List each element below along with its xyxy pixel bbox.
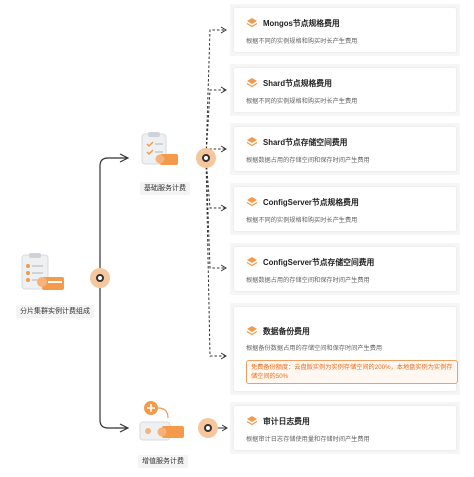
card-desc: 根据不同的实例规格和购买时长产生费用 [246, 98, 358, 105]
layers-icon [246, 78, 258, 88]
card-shard-spec: Shard节点规格费用 根据不同的实例规格和购买时长产生费用 [230, 64, 460, 116]
value-added-service-icon [138, 400, 188, 442]
card-desc: 根据不同的实例规格和购买时长产生费用 [246, 217, 358, 224]
basic-service-marker [196, 148, 216, 168]
card-desc: 根据不同的实例规格和购买时长产生费用 [246, 38, 358, 45]
card-configserver-spec: ConfigServer节点规格费用 根据不同的实例规格和购买时长产生费用 [230, 183, 460, 235]
card-title: ConfigServer节点存储空间费用 [263, 258, 375, 267]
root-marker [90, 268, 110, 288]
layers-icon [246, 416, 258, 426]
card-shard-storage: Shard节点存储空间费用 根据数据占用的存储空间和保存时间产生费用 [230, 123, 460, 175]
card-configserver-storage: ConfigServer节点存储空间费用 根据数据占用的存储空间和保存时间产生费… [230, 243, 460, 295]
layers-icon [246, 326, 258, 336]
card-title: ConfigServer节点规格费用 [263, 198, 359, 207]
card-title: Mongos节点规格费用 [263, 19, 340, 28]
root-clipboard-icon [18, 253, 68, 293]
card-title: 审计日志费用 [263, 417, 310, 426]
value-added-service-marker [198, 418, 218, 438]
card-title: 数据备份费用 [263, 327, 310, 336]
free-backup-note: 免费备份额度：云盘版实例为实例存储空间的200%，本地盘实例为实例存储空间的50… [246, 360, 458, 384]
card-data-backup: 数据备份费用 根据备份数据占用的存储空间和保存时间产生费用 免费备份额度：云盘版… [230, 303, 460, 395]
card-desc: 根据审计日志存储使用量和存储时间产生费用 [246, 436, 370, 443]
basic-service-clipboard-icon [140, 132, 180, 168]
card-desc: 根据数据占用的存储空间和保存时间产生费用 [246, 277, 370, 284]
layers-icon [246, 197, 258, 207]
root-label: 分片集群实例计费组成 [16, 305, 94, 318]
card-mongos-spec: Mongos节点规格费用 根据不同的实例规格和购买时长产生费用 [230, 4, 460, 56]
card-desc: 根据数据占用的存储空间和保存时间产生费用 [246, 157, 370, 164]
basic-service-label: 基础服务计费 [140, 182, 190, 195]
card-title: Shard节点存储空间费用 [263, 138, 348, 147]
layers-icon [246, 137, 258, 147]
card-audit-log: 审计日志费用 根据审计日志存储使用量和存储时间产生费用 [230, 402, 460, 454]
layers-icon [246, 18, 258, 28]
layers-icon [246, 257, 258, 267]
card-desc: 根据备份数据占用的存储空间和保存时间产生费用 [246, 345, 383, 352]
card-title: Shard节点规格费用 [263, 79, 332, 88]
value-added-service-label: 增值服务计费 [138, 455, 188, 468]
